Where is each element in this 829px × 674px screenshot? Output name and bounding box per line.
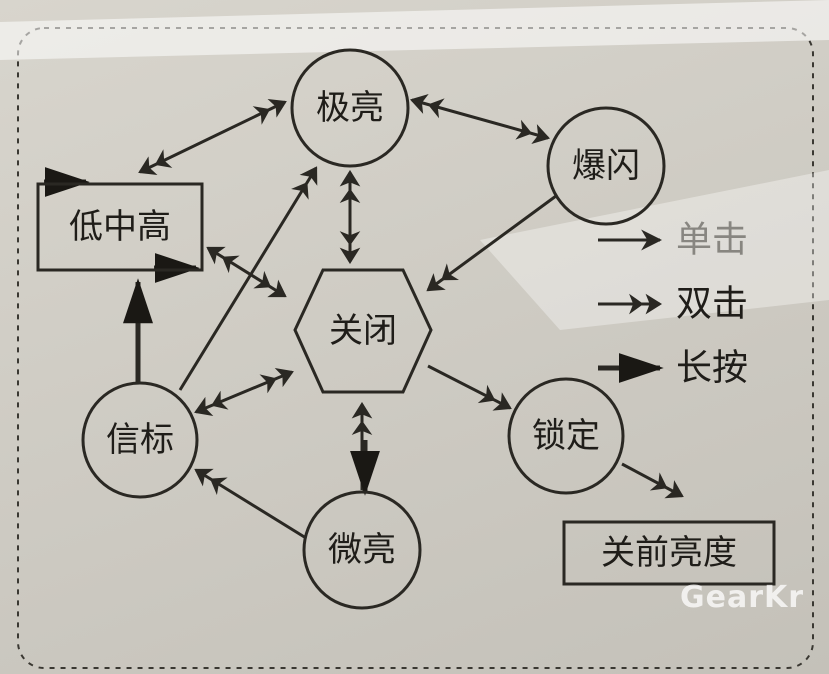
node-baoshan-shape: [546, 106, 666, 226]
legend-long-label: 长按: [676, 348, 748, 389]
node-guanbi-label: 关闭: [329, 311, 397, 351]
link-xinbiao-jiliang: [178, 166, 318, 391]
node-dizhonggao-label: 低中高: [69, 207, 171, 247]
node-dizhonggao-shape: [36, 182, 204, 272]
link-jiliang-dizhonggao: [138, 98, 287, 176]
node-xinbiao-label: 信标: [106, 420, 174, 460]
link-baoshan-guanbi: [426, 194, 557, 292]
link-xinbiao-guanbi: [194, 368, 294, 416]
legend-single-label: 单击: [676, 220, 748, 261]
node-jiliang-shape: [290, 48, 410, 168]
node-jiliang-label: 极亮: [316, 88, 384, 128]
node-weiliang-label: 微亮: [328, 530, 396, 570]
link-dizhonggao-guanbi: [206, 246, 287, 298]
legend: 单击 双击 长按: [598, 220, 748, 389]
node-guanqianliangdu-shape: [562, 520, 776, 586]
link-jiliang-baoshan: [410, 93, 550, 145]
node-weiliang-shape: [302, 490, 422, 610]
node-guanbi-shape: [293, 268, 433, 394]
node-baoshan-label: 爆闪: [572, 146, 640, 186]
node-guanqianliangdu-label: 关前亮度: [601, 533, 737, 573]
watermark-logo: GearKr: [680, 580, 805, 615]
link-weiliang-xinbiao: [194, 468, 307, 540]
legend-double-label: 双击: [676, 284, 748, 325]
dashed-frame: [17, 27, 814, 669]
glare-right: [480, 170, 829, 330]
glare-top: [0, 0, 829, 60]
link-suoding-guanqianliangdu: [621, 462, 684, 499]
node-suoding-shape: [507, 377, 625, 495]
node-xinbiao-shape: [81, 381, 199, 499]
link-guanbi-suoding: [427, 364, 512, 411]
node-suoding-label: 锁定: [532, 416, 600, 456]
